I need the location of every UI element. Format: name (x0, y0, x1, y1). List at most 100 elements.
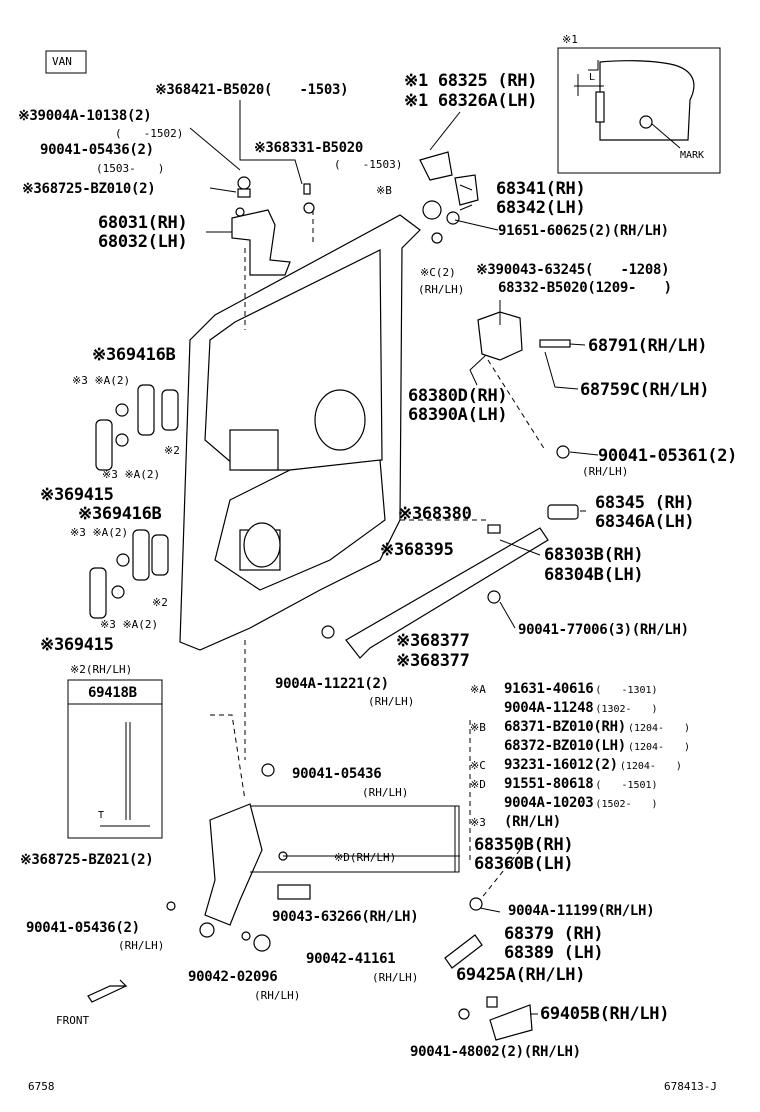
legend-part: 68372-BZ010(LH) (504, 738, 626, 754)
legend-part: 68371-BZ010(RH) (504, 719, 626, 735)
legend-part: 9004A-11248 (504, 700, 594, 716)
part-90042-02096: 90042-02096 (188, 969, 278, 985)
part-9004a-10138: ※39004A-10138(2) (18, 108, 152, 124)
inset-frame (557, 47, 721, 174)
legend-row: ※3 (RH/LH) (470, 811, 563, 830)
footer-right: 678413-J (664, 1080, 717, 1093)
part-69425a: 69425A(RH/LH) (456, 965, 586, 985)
mark-2-bot: ※2 (152, 596, 168, 609)
mark-c-side: (RH/LH) (418, 283, 465, 296)
part-68421: ※368421-B5020( -1503) (155, 82, 349, 98)
inset-mark: MARK (680, 150, 705, 161)
footer-left: 6758 (28, 1080, 55, 1093)
part-68350b: 68350B(RH) (474, 835, 574, 855)
part-69415-bot: ※369415 (40, 635, 114, 655)
part-90041-05361-side: (RH/LH) (582, 465, 629, 478)
part-68390a: 68390A(LH) (408, 405, 508, 425)
part-68791: 68791(RH/LH) (588, 336, 708, 356)
part-90043-63266: 90043-63266(RH/LH) (272, 909, 419, 925)
legend-date: (1204- ) (627, 723, 691, 734)
mark-d: ※D(RH/LH) (334, 851, 397, 864)
part-90041-05436-b-side: (RH/LH) (362, 786, 409, 799)
legend-key: ※C (470, 759, 486, 772)
part-69418b: 69418B (88, 685, 137, 701)
legend-row: ※D 91551-80618( -1501) (470, 773, 658, 792)
inset-69418b (67, 679, 163, 839)
legend-row: ※B 68371-BZ010(RH)(1204- ) (470, 716, 690, 735)
part-68759c: 68759C(RH/LH) (580, 380, 710, 400)
part-68346a: 68346A(LH) (595, 512, 695, 532)
legend-part: 9004A-10203 (504, 795, 594, 811)
part-68395: ※368395 (380, 540, 454, 560)
mark-a-mid-top: ※3 ※A(2) (102, 468, 161, 481)
part-68379: 68379 (RH) (504, 924, 604, 944)
part-90042-41161: 90042-41161 (306, 951, 396, 967)
part-9004a-11221-side: (RH/LH) (368, 695, 415, 708)
front-label: FRONT (56, 1014, 90, 1027)
mark-c: ※C(2) (420, 266, 456, 279)
legend-date: ( -1301) (595, 685, 658, 696)
part-68380: ※368380 (398, 504, 472, 524)
part-90043-63245: ※390043-63245( -1208) (476, 262, 670, 278)
legend-part: 93231-16012(2) (504, 757, 618, 773)
legend-part: (RH/LH) (504, 814, 561, 830)
part-69405b: 69405B(RH/LH) (540, 1004, 670, 1024)
legend-row: 9004A-10203(1502- ) (470, 792, 658, 811)
part-69415-top: ※369415 (40, 485, 114, 505)
part-68325: ※1 68325 (RH) (404, 71, 538, 91)
mark-b: ※B (376, 184, 392, 197)
mark-a-mid-bot: ※3 ※A(2) (100, 618, 159, 631)
part-90041-77006: 90041-77006(3)(RH/LH) (518, 622, 689, 638)
lower-rail (345, 527, 549, 659)
part-90042-41161-side: (RH/LH) (372, 971, 419, 984)
part-9004a-11199: 9004A-11199(RH/LH) (508, 903, 655, 919)
part-90041-05436-c-side: (RH/LH) (118, 939, 165, 952)
part-68342: 68342(LH) (496, 198, 586, 218)
part-68377-b: ※368377 (396, 651, 470, 671)
legend-row: 9004A-11248(1302- ) (470, 697, 658, 716)
variant-tag: VAN (52, 55, 72, 68)
part-68345: 68345 (RH) (595, 493, 695, 513)
legend-row: ※C 93231-16012(2)(1204- ) (470, 754, 682, 773)
part-90041-05436-b: 90041-05436 (292, 766, 382, 782)
legend-date: (1302- ) (595, 704, 658, 715)
legend-date: ( -1501) (595, 780, 658, 791)
part-90041-05361: 90041-05361(2) (598, 446, 738, 466)
upper-hinge (231, 209, 291, 276)
part-68031: 68031(RH) (98, 213, 188, 233)
legend-part: 91551-80618 (504, 776, 594, 792)
mark-2-top: ※2 (164, 444, 180, 457)
part-68725-bz021: ※368725-BZ021(2) (20, 852, 154, 868)
part-68303b: 68303B(RH) (544, 545, 644, 565)
part-68377-a: ※368377 (396, 631, 470, 651)
legend-date: (1204- ) (619, 761, 682, 772)
part-68725-bz010: ※368725-BZ010(2) (22, 181, 156, 197)
inset-dim-l: L (589, 72, 596, 83)
part-68380d: 68380D(RH) (408, 386, 508, 406)
inset2-dim-t: T (98, 810, 105, 821)
legend-key: ※D (470, 778, 486, 791)
part-68332: 68332-B5020(1209- ) (498, 280, 672, 296)
part-90042-02096-side: (RH/LH) (254, 989, 301, 1002)
mark-a-top: ※3 ※A(2) (72, 374, 131, 387)
legend-part: 91631-40616 (504, 681, 594, 697)
part-90041-05436-a: 90041-05436(2) (40, 142, 154, 158)
part-69416b-top: ※369416B (92, 345, 176, 365)
part-90041-48002: 90041-48002(2)(RH/LH) (410, 1044, 581, 1060)
front-arrow (87, 979, 128, 1003)
part-68341: 68341(RH) (496, 179, 586, 199)
legend-date: (1502- ) (595, 799, 658, 810)
part-90041-05436-c: 90041-05436(2) (26, 920, 140, 936)
part-90041-05436-a-date: (1503- ) (96, 162, 165, 175)
legend-date: (1204- ) (627, 742, 691, 753)
part-68331-date: ( -1503) (334, 158, 403, 171)
lower-hinge (204, 803, 263, 926)
part-68389: 68389 (LH) (504, 943, 604, 963)
legend-key: ※B (470, 721, 486, 734)
legend-key: ※3 (470, 816, 486, 829)
part-68326a: ※1 68326A(LH) (404, 91, 538, 111)
legend-row: 68372-BZ010(LH)(1204- ) (470, 735, 690, 754)
